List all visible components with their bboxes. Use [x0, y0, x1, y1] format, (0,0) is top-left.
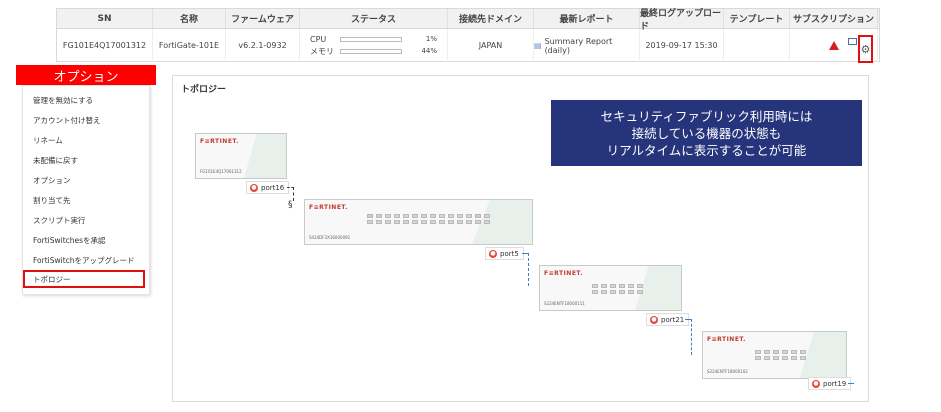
col-subscription[interactable]: サブスクリプション: [790, 9, 878, 28]
port-label: port19: [823, 379, 847, 388]
port-label: port5: [500, 249, 519, 258]
menu-item-disable-management[interactable]: 管理を無効にする: [33, 95, 94, 105]
cell-sn: FG101E4Q17001312: [57, 29, 153, 62]
port-status-icon: ●: [812, 379, 820, 388]
col-firmware[interactable]: ファームウェア: [226, 9, 300, 28]
col-last-log[interactable]: 最終ログアップロード: [640, 9, 724, 32]
device-serial: S224ENTF18000102: [707, 369, 748, 374]
document-icon: ▤: [534, 41, 542, 50]
cpu-percent: 1%: [425, 35, 437, 43]
col-template[interactable]: テンプレート: [724, 9, 790, 28]
callout-line-2: 接続している機器の状態も: [631, 125, 782, 141]
table-row[interactable]: FG101E4Q17001312 FortiGate-101E v6.2.1-0…: [57, 29, 879, 62]
device-serial: FG101E4Q17001312: [200, 169, 242, 174]
menu-item-options[interactable]: オプション: [33, 175, 71, 185]
report-link[interactable]: Summary Report (daily): [544, 36, 613, 55]
menu-item-run-script[interactable]: スクリプト実行: [33, 215, 86, 225]
link-line: [848, 383, 854, 384]
fortinet-logo: F≡RTINET.: [200, 138, 239, 145]
menu-item-upgrade-fortiswitch[interactable]: FortiSwitchをアップグレード: [33, 255, 135, 265]
port-grid: [755, 350, 806, 360]
link-icon: §: [288, 200, 293, 210]
callout-line-1: セキュリティファブリック利用時には: [600, 108, 813, 124]
cell-subscription: [790, 29, 878, 62]
link-line: [287, 187, 294, 188]
cpu-label: CPU: [310, 34, 327, 44]
device-fortiswitch-224-a[interactable]: F≡RTINET. S224ENTF18000111: [539, 265, 682, 311]
cell-template: [724, 29, 790, 62]
cell-status: CPU 1% メモリ 44%: [300, 29, 448, 62]
options-menu: 管理を無効にする アカウント付け替え リネーム 未配備に戻す オプション 割り当…: [22, 85, 150, 295]
warning-icon[interactable]: [828, 41, 839, 50]
device-table: SN 名称 ファームウェア ステータス 接続先ドメイン 最新レポート 最終ログア…: [56, 8, 880, 63]
menu-item-rename[interactable]: リネーム: [33, 135, 63, 145]
port-tag-port5[interactable]: ● port5: [485, 247, 524, 260]
table-header: SN 名称 ファームウェア ステータス 接続先ドメイン 最新レポート 最終ログア…: [57, 9, 879, 32]
device-fortigate[interactable]: F≡RTINET. FG101E4Q17001312: [195, 133, 287, 179]
callout-box: セキュリティファブリック利用時には 接続している機器の状態も リアルタイムに表示…: [551, 100, 862, 166]
col-name[interactable]: 名称: [153, 9, 226, 28]
device-serial: S224ENTF18000111: [544, 301, 585, 306]
col-domain[interactable]: 接続先ドメイン: [448, 9, 534, 28]
port-grid: [367, 214, 490, 224]
menu-item-undeploy[interactable]: 未配備に戻す: [33, 155, 78, 165]
col-sn[interactable]: SN: [57, 9, 153, 28]
link-line: [293, 187, 294, 201]
port-label: port21: [661, 315, 685, 324]
gear-icon[interactable]: ⚙: [860, 42, 871, 56]
row-actions: [848, 38, 857, 45]
topology-title: トポロジー: [181, 85, 227, 95]
cpu-status: CPU 1%: [310, 35, 437, 44]
cpu-bar: [340, 36, 402, 42]
menu-item-reassign-account[interactable]: アカウント付け替え: [33, 115, 101, 125]
cell-domain: JAPAN: [448, 29, 534, 62]
col-report[interactable]: 最新レポート: [534, 9, 640, 28]
monitor-icon[interactable]: [848, 38, 857, 45]
fortinet-logo: F≡RTINET.: [707, 336, 746, 343]
cell-report[interactable]: ▤ Summary Report (daily): [534, 29, 640, 62]
cell-name: FortiGate-101E: [153, 29, 226, 62]
port-label: port16: [261, 183, 285, 192]
memory-label: メモリ: [310, 46, 334, 56]
fortinet-logo: F≡RTINET.: [309, 204, 348, 211]
options-header: オプション: [16, 65, 156, 85]
device-fortiswitch-424[interactable]: F≡RTINET. S424DF3X16000091: [304, 199, 533, 245]
port-status-icon: ●: [250, 183, 258, 192]
port-status-icon: ●: [489, 249, 497, 258]
memory-percent: 44%: [421, 47, 437, 55]
menu-item-topology[interactable]: トポロジー: [23, 270, 145, 288]
cell-firmware: v6.2.1-0932: [226, 29, 300, 62]
port-tag-port21[interactable]: ● port21: [646, 313, 690, 326]
port-grid: [592, 284, 643, 294]
link-line: [528, 253, 529, 286]
device-serial: S424DF3X16000091: [309, 235, 351, 240]
port-tag-port19[interactable]: ● port19: [808, 377, 852, 390]
menu-item-authorize-fortiswitches[interactable]: FortiSwitchesを承認: [33, 235, 106, 245]
link-line: [522, 253, 528, 254]
menu-item-assign-to[interactable]: 割り当て先: [33, 195, 71, 205]
device-decoration: [244, 134, 286, 178]
col-status[interactable]: ステータス: [300, 9, 448, 28]
link-line: [691, 319, 692, 355]
device-decoration: [800, 332, 846, 378]
fortinet-logo: F≡RTINET.: [544, 270, 583, 277]
memory-bar: [340, 48, 402, 54]
device-fortiswitch-224-b[interactable]: F≡RTINET. S224ENTF18000102: [702, 331, 847, 379]
link-line: [685, 319, 691, 320]
topology-panel: トポロジー セキュリティファブリック利用時には 接続している機器の状態も リアル…: [172, 75, 869, 402]
options-highlight: ⚙: [858, 35, 873, 63]
memory-status: メモリ 44%: [310, 46, 437, 57]
port-tag-port16[interactable]: ● port16: [246, 181, 290, 194]
callout-line-3: リアルタイムに表示することが可能: [606, 142, 807, 158]
cell-last-log: 2019-09-17 15:30: [640, 29, 724, 62]
port-status-icon: ●: [650, 315, 658, 324]
